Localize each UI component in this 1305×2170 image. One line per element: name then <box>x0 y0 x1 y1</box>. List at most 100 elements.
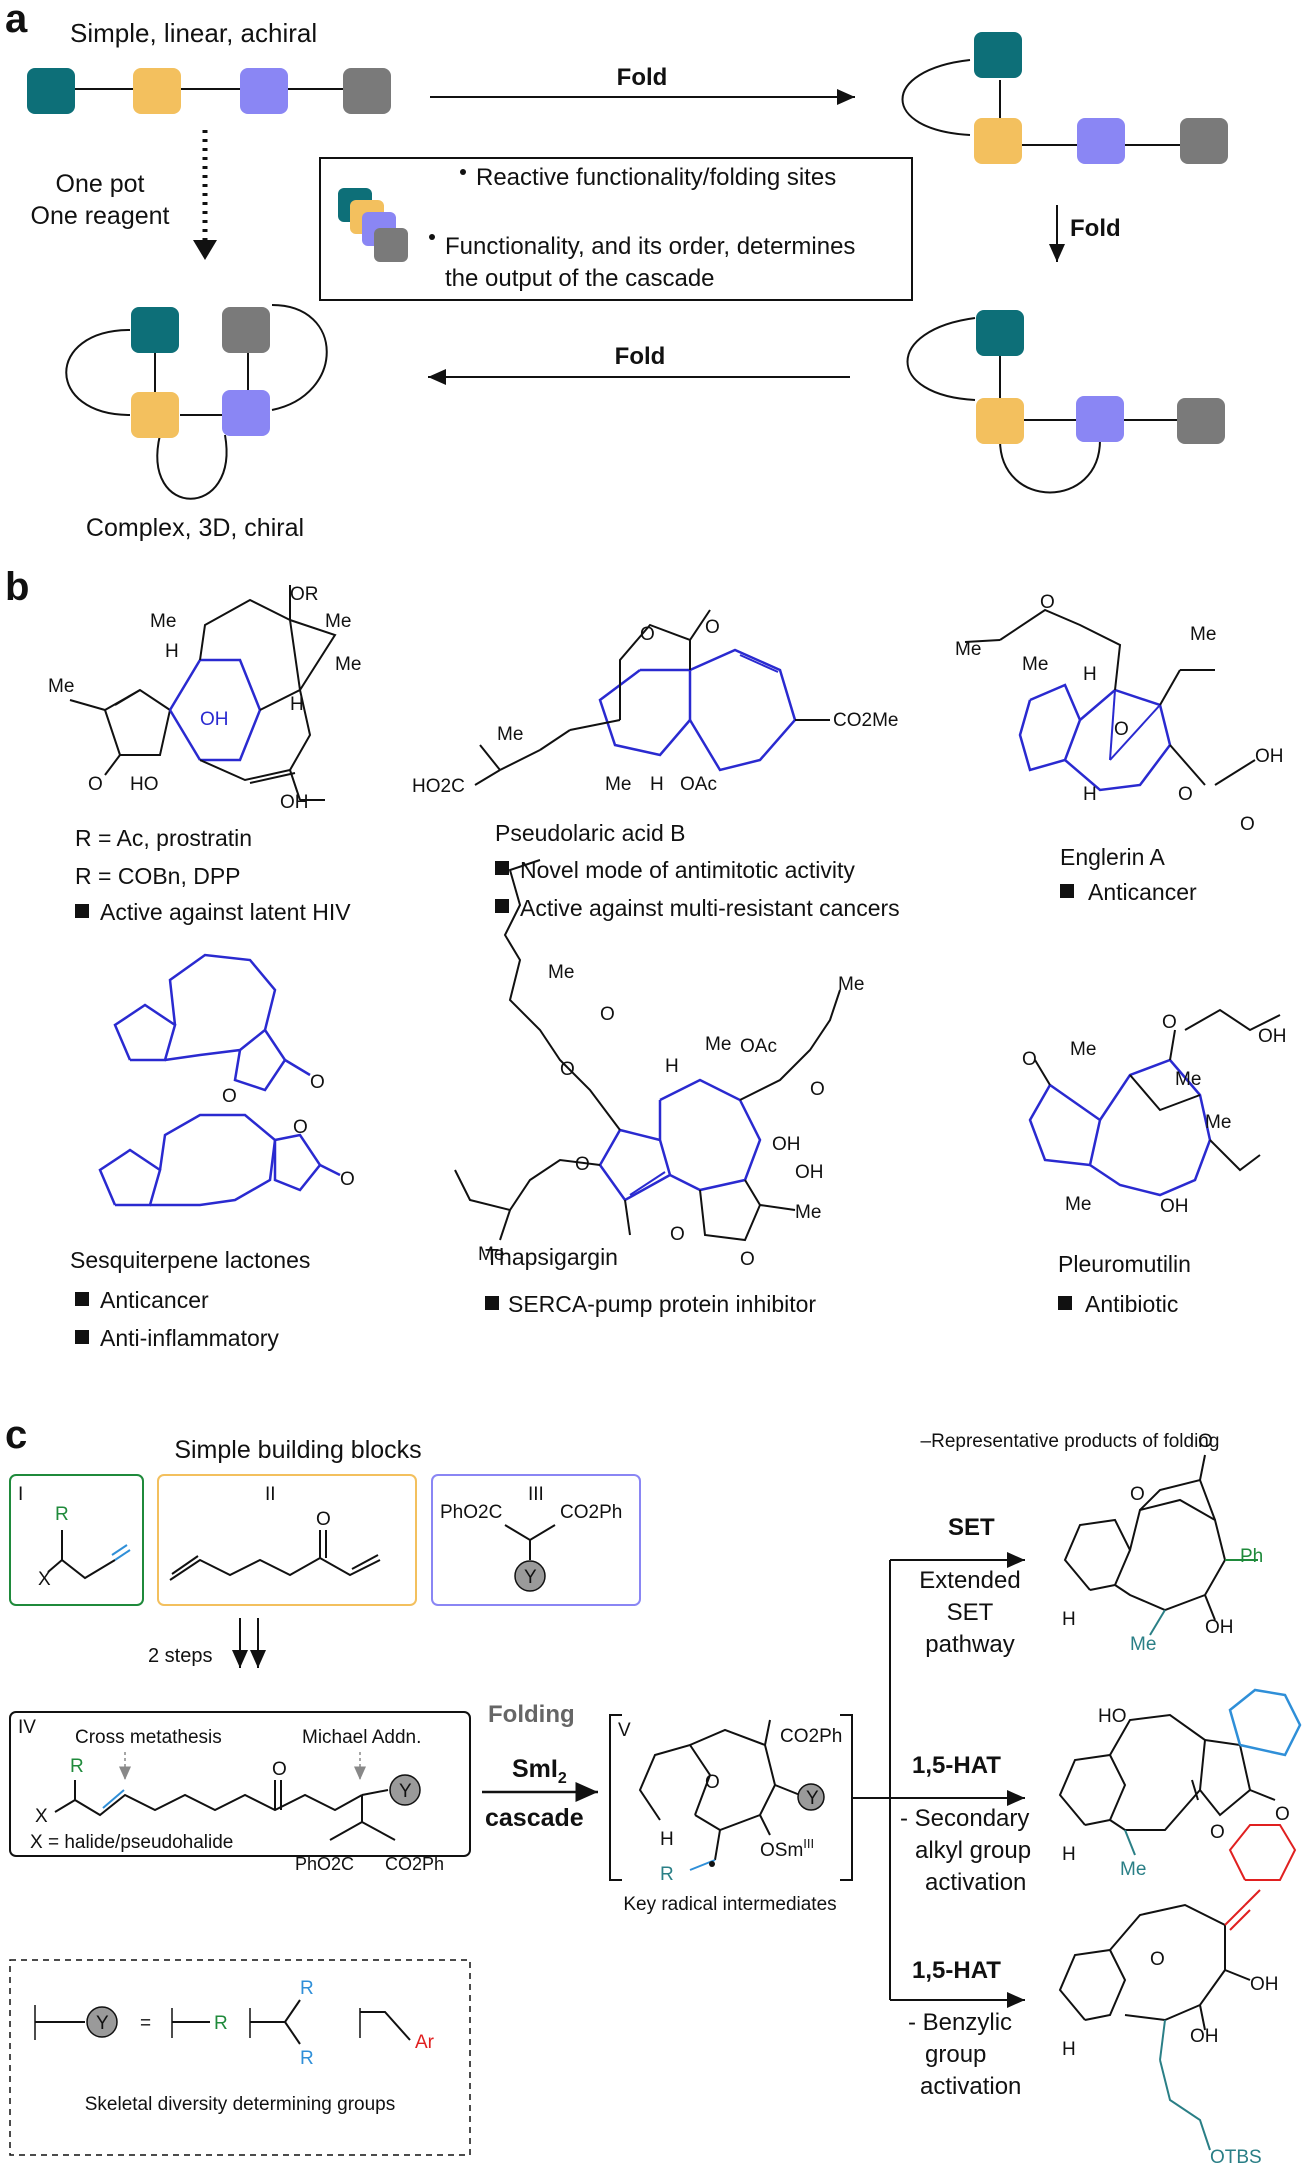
legend-box: Reactive functionality/folding sites Fun… <box>319 157 913 301</box>
box-V-co2ph: CO2Ph <box>780 1726 842 1747</box>
thap-atom-o4: O <box>575 1154 590 1175</box>
pleuro-atom-me2: Me <box>1175 1069 1201 1090</box>
prostratin-atom-me3: Me <box>335 654 361 675</box>
prostratin-atom-me4: Me <box>48 676 74 697</box>
violet-block <box>240 68 288 114</box>
secondary-1: - Secondary <box>900 1805 1029 1832</box>
p3-atom-oh1: OH <box>1250 1974 1279 1995</box>
p3-atom-otbs: OTBS <box>1210 2147 1262 2168</box>
box-IV-right: CO2Ph <box>385 1854 444 1874</box>
englerin-atom-o4: O <box>1240 814 1255 835</box>
thap-atom-o6: O <box>740 1249 755 1270</box>
thap-activity: SERCA-pump protein inhibitor <box>508 1291 816 1317</box>
product-2-structure <box>1058 1688 1302 1856</box>
panel-c-label: c <box>5 1413 27 1457</box>
box-IV-O: O <box>272 1759 287 1780</box>
extended-1: Extended <box>919 1567 1020 1594</box>
box-I-R: R <box>55 1504 69 1525</box>
legend-bullet-2b: the output of the cascade <box>445 265 715 292</box>
prostratin-atom-oh2: OH <box>280 792 309 813</box>
englerin-atom-me2: Me <box>1022 654 1048 675</box>
thap-atom-me4: Me <box>795 1202 821 1223</box>
thap-atom-o3: O <box>810 1079 825 1100</box>
box-V-R: R <box>660 1864 674 1885</box>
box-IV <box>9 1711 471 1857</box>
p2-atom-ho: HO <box>1098 1706 1127 1727</box>
pseudolaric-activity-1: Novel mode of antimitotic activity <box>520 857 855 883</box>
englerin-atom-me1: Me <box>955 639 981 660</box>
pseudolaric-atom-co2me: CO2Me <box>833 710 898 731</box>
p1-atom-ph: Ph <box>1240 1546 1263 1567</box>
englerin-activity: Anticancer <box>1088 879 1197 905</box>
smi2-label: SmI2 <box>512 1755 567 1787</box>
englerin-atom-me3: Me <box>1190 624 1216 645</box>
thapsigargin-name: Thapsigargin <box>485 1244 618 1270</box>
thap-atom-oh2: OH <box>795 1162 824 1183</box>
box-IV-R: R <box>70 1756 84 1777</box>
thap-atom-o2: O <box>600 1004 615 1025</box>
box-III-right: CO2Ph <box>560 1502 622 1523</box>
cross-metathesis: Cross metathesis <box>75 1727 222 1748</box>
p2-atom-me: Me <box>1120 1859 1146 1880</box>
hat-label-2: 1,5-HAT <box>912 1957 1001 1984</box>
fold-label-2: Fold <box>1070 215 1121 242</box>
box-III-left: PhO2C <box>440 1502 502 1523</box>
benzylic-3: activation <box>920 2073 1021 2100</box>
p1-atom-o1: O <box>1130 1484 1145 1505</box>
teal-block <box>27 68 75 114</box>
diversity-eq: = <box>140 2013 151 2034</box>
pseudolaric-atom-me1: Me <box>497 724 523 745</box>
pleuromutilin-name: Pleuromutilin <box>1058 1251 1191 1277</box>
legend-bullet-2a: Functionality, and its order, determines <box>445 233 855 260</box>
englerin-atom-o3: O <box>1178 784 1193 805</box>
p1-atom-h: H <box>1062 1609 1076 1630</box>
pleuro-atom-o1: O <box>1022 1049 1037 1070</box>
prostratin-atom-or: OR <box>290 584 319 605</box>
prostratin-atom-ho: HO <box>130 774 159 795</box>
sesq-activity-2: Anti-inflammatory <box>100 1325 279 1351</box>
diversity-Y: Y <box>96 2013 109 2034</box>
pseudolaric-activity-2: Active against multi-resistant cancers <box>520 895 900 921</box>
product-1-structure <box>1063 1454 1258 1636</box>
one-reagent: One reagent <box>31 202 170 230</box>
box-I-label: I <box>18 1484 23 1505</box>
box-V-osm: OSmIII <box>760 1836 814 1861</box>
benzylic-1: - Benzylic <box>908 2009 1012 2036</box>
linear-caption: Simple, linear, achiral <box>70 18 317 48</box>
prostratin-activity: Active against latent HIV <box>100 899 351 925</box>
sesq-atom-o2: O <box>310 1072 325 1093</box>
diversity-R2: R <box>300 1978 314 1999</box>
box-IV-X: X <box>35 1806 48 1827</box>
thap-atom-me3: Me <box>838 974 864 995</box>
building-blocks-title: Simple building blocks <box>174 1436 421 1464</box>
prostratin-atom-h2: H <box>290 694 304 715</box>
p2-atom-o1: O <box>1210 1822 1225 1843</box>
panel-a: a Simple, linear, achiral Fold One pot O… <box>5 0 1228 542</box>
sesquiterpene-name: Sesquiterpene lactones <box>70 1247 310 1273</box>
set-label: SET <box>948 1514 995 1541</box>
p2-atom-h: H <box>1062 1844 1076 1865</box>
box-III-label: III <box>528 1484 544 1505</box>
one-pot: One pot <box>56 170 145 198</box>
p2-atom-o2: O <box>1275 1804 1290 1825</box>
key-radical: Key radical intermediates <box>623 1894 836 1915</box>
pleuro-atom-o2: O <box>1162 1012 1177 1033</box>
thap-atom-oh1: OH <box>772 1134 801 1155</box>
orange-block <box>133 68 181 114</box>
grey-block <box>343 68 391 114</box>
box-II <box>157 1474 417 1606</box>
englerin-atom-o2: O <box>1114 719 1129 740</box>
englerin-atom-o1: O <box>1040 592 1055 613</box>
pleuro-atom-oh2: OH <box>1160 1196 1189 1217</box>
pleuromutilin-structure <box>1028 1008 1281 1197</box>
cascade-label: cascade <box>485 1804 584 1832</box>
prostratin-atom-h1: H <box>165 641 179 662</box>
box-II-O: O <box>316 1509 331 1530</box>
pseudolaric-atom-oac: OAc <box>680 774 717 795</box>
englerin-name: Englerin A <box>1060 844 1166 870</box>
legend-bullet-1: Reactive functionality/folding sites <box>476 164 836 191</box>
folded-twice <box>906 310 1225 494</box>
x-definition: X = halide/pseudohalide <box>30 1832 233 1853</box>
box-I <box>9 1474 144 1606</box>
diversity-Ar: Ar <box>415 2032 435 2053</box>
